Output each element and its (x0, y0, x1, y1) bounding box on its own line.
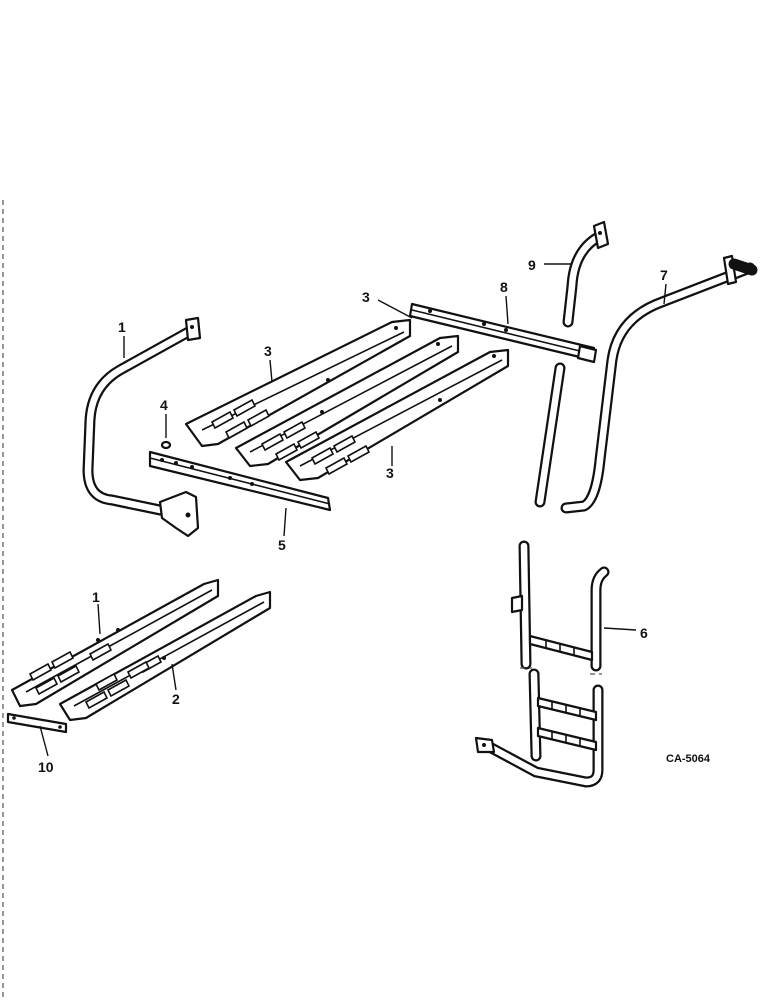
callout-3-top: 3 (362, 289, 370, 305)
drawing-code: CA-5064 (666, 753, 711, 765)
callout-7: 7 (660, 267, 668, 283)
support-bar-part-8 (408, 302, 598, 364)
strap-part-10 (6, 712, 68, 734)
nut-part-4 (160, 440, 172, 450)
step-tread-part-1-right (58, 590, 272, 722)
ladder-part-6 (474, 540, 610, 788)
callout-2: 1 (118, 319, 126, 335)
callouts: 1 3 3 3 4 5 8 9 7 6 1 2 10 CA-5064 (38, 257, 711, 775)
callout-3-left: 3 (264, 343, 272, 359)
callout-1-lower: 2 (172, 691, 180, 707)
leader-lines (39, 263, 667, 757)
support-bar-part-5 (148, 450, 332, 512)
callout-9: 9 (528, 257, 536, 273)
step-tread-part-3-left (184, 318, 412, 448)
callout-6: 6 (640, 625, 648, 641)
step-tread-part-3-right (284, 348, 510, 482)
callout-3-right: 3 (386, 465, 394, 481)
callout-4: 4 (160, 397, 168, 413)
callout-5: 5 (278, 537, 286, 553)
handrail-part-7 (560, 254, 758, 514)
step-tread-part-1-left (10, 578, 220, 708)
grab-rod-part-9 (534, 220, 610, 508)
handrail-part-2 (82, 316, 202, 538)
callout-10: 10 (38, 759, 54, 775)
callout-8: 8 (500, 279, 508, 295)
step-tread-part-3-middle (234, 334, 460, 468)
callout-1-upper: 1 (92, 589, 100, 605)
